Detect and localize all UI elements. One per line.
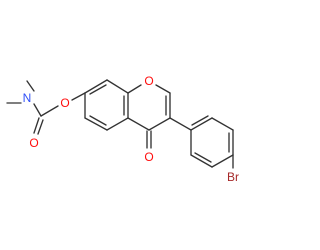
bond-c8-c8a (106, 79, 129, 94)
bond-ar2-ar3 (211, 117, 234, 131)
bond-o1-c2 (155, 84, 171, 94)
bond-c7-c8-inner (89, 84, 107, 95)
bond-carbamate-co-b (37, 119, 44, 135)
bonds (6, 79, 234, 169)
bond-c4a-c5 (106, 117, 129, 131)
bond-c5-c6-inner (89, 115, 107, 126)
bond-ar1-ar2-inner (191, 115, 209, 126)
bond-n-methyl-top (26, 80, 35, 92)
atom-br: Br (227, 170, 239, 184)
bond-c4-c4a (127, 117, 150, 131)
molecule-structure: N O O O O Br (6, 74, 239, 184)
bond-ar5-ar6 (190, 154, 213, 168)
bond-ar1-ar2 (190, 117, 213, 131)
atom-o-ketone: O (144, 150, 153, 164)
bond-c3-aryl (169, 117, 192, 131)
atom-o-carbamate: O (29, 136, 38, 150)
bond-o-ester-c7 (71, 92, 86, 101)
bond-c5-c6 (84, 117, 108, 131)
atom-n: N (23, 91, 32, 105)
bond-c7-c8 (84, 79, 108, 94)
bond-c8a-o1 (127, 84, 142, 94)
bond-ar5-ar6-inner (194, 152, 212, 163)
bond-c3-c4 (148, 117, 171, 131)
bond-carbamate-o-ester (40, 105, 59, 117)
atom-o-ester: O (60, 96, 69, 110)
atom-labels: N O O O O Br (23, 74, 239, 184)
atom-o-ring: O (144, 74, 153, 88)
bond-carbamate-co-a (33, 117, 40, 134)
bond-n-carbamate-c (33, 103, 42, 117)
bond-ar4-ar5 (211, 154, 234, 168)
